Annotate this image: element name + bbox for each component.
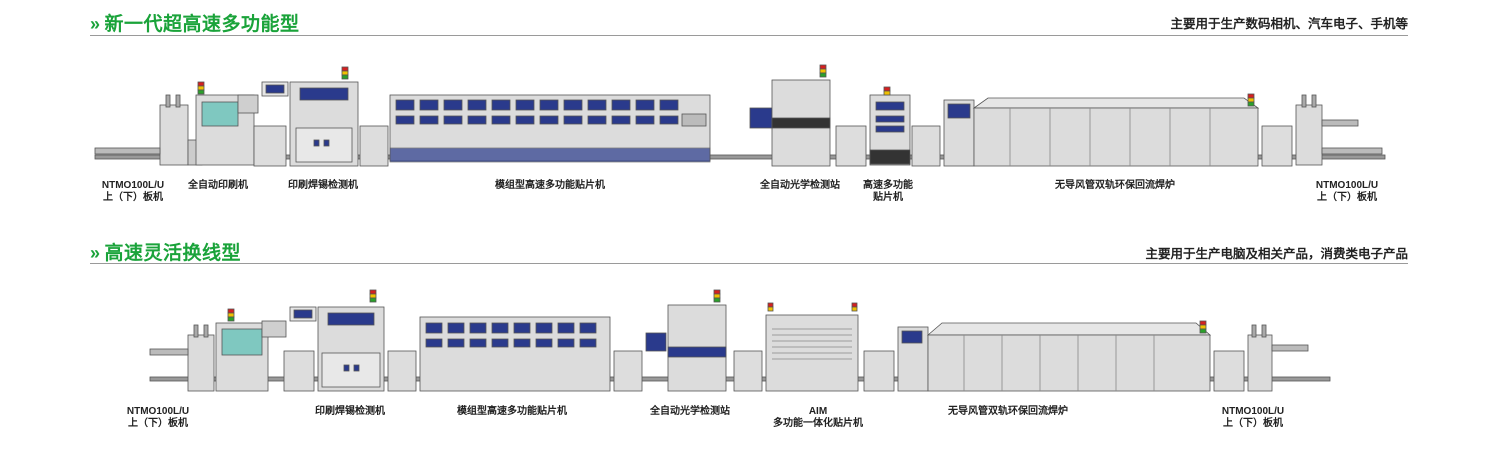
reflow-oven-machine (897, 320, 1212, 392)
loader-machine-right (1295, 94, 1383, 166)
buffer-module (359, 125, 389, 167)
spi-machine (317, 289, 385, 392)
aim-machine (765, 302, 859, 392)
reflow-oven-machine (943, 93, 1260, 167)
label-high-speed-mounter: 高速多功能贴片机 (863, 180, 913, 203)
label-spi: 印刷焊锡检测机 (315, 406, 385, 417)
production-line-1 (94, 64, 1386, 167)
buffer-module (1213, 350, 1245, 392)
label-aoi: 全自动光学检测站 (760, 180, 840, 191)
label-reflow-oven: 无导风管双轨环保回流焊炉 (1055, 180, 1175, 191)
double-chevron-icon: » (90, 243, 101, 263)
section-2-divider (90, 263, 1408, 264)
label-aoi: 全自动光学检测站 (650, 406, 730, 417)
section-2-title: »高速灵活换线型 (90, 243, 242, 264)
label-spi: 印刷焊锡检测机 (288, 180, 358, 191)
conveyor-rail (94, 154, 1386, 160)
section-2-subtitle: 主要用于生产电脑及相关产品，消费类电子产品 (1145, 247, 1408, 261)
double-chevron-icon: » (90, 14, 101, 34)
buffer-module (387, 350, 417, 392)
buffer-module (733, 350, 763, 392)
aoi-machine (645, 289, 727, 392)
loader-machine-right (1247, 324, 1309, 392)
buffer-module (1261, 125, 1293, 167)
modular-mounter-machine (389, 94, 711, 163)
printer-machine (195, 81, 289, 166)
buffer-module (613, 350, 643, 392)
high-speed-mounter-machine (869, 86, 911, 166)
buffer-module (911, 125, 941, 167)
buffer-module (283, 350, 315, 392)
production-line-2 (149, 289, 1331, 392)
spi-machine (289, 66, 359, 167)
buffer-module (835, 125, 867, 167)
section-1-subtitle: 主要用于生产数码相机、汽车电子、手机等 (1170, 17, 1408, 31)
buffer-module (253, 125, 287, 167)
label-modular-mounter: 模组型高速多功能贴片机 (457, 406, 567, 417)
label-reflow-oven: 无导风管双轨环保回流焊炉 (948, 406, 1068, 417)
label-printer: 全自动印刷机 (188, 180, 248, 191)
aoi-machine (749, 64, 831, 167)
loader-machine-left (149, 324, 215, 392)
printer-machine (215, 306, 317, 392)
section-1-divider (90, 35, 1408, 36)
modular-mounter-machine (419, 316, 611, 392)
buffer-module (863, 350, 895, 392)
section-1-title: »新一代超高速多功能型 (90, 14, 300, 35)
loader-machine-left (94, 94, 203, 166)
label-modular-mounter: 模组型高速多功能贴片机 (495, 180, 605, 191)
